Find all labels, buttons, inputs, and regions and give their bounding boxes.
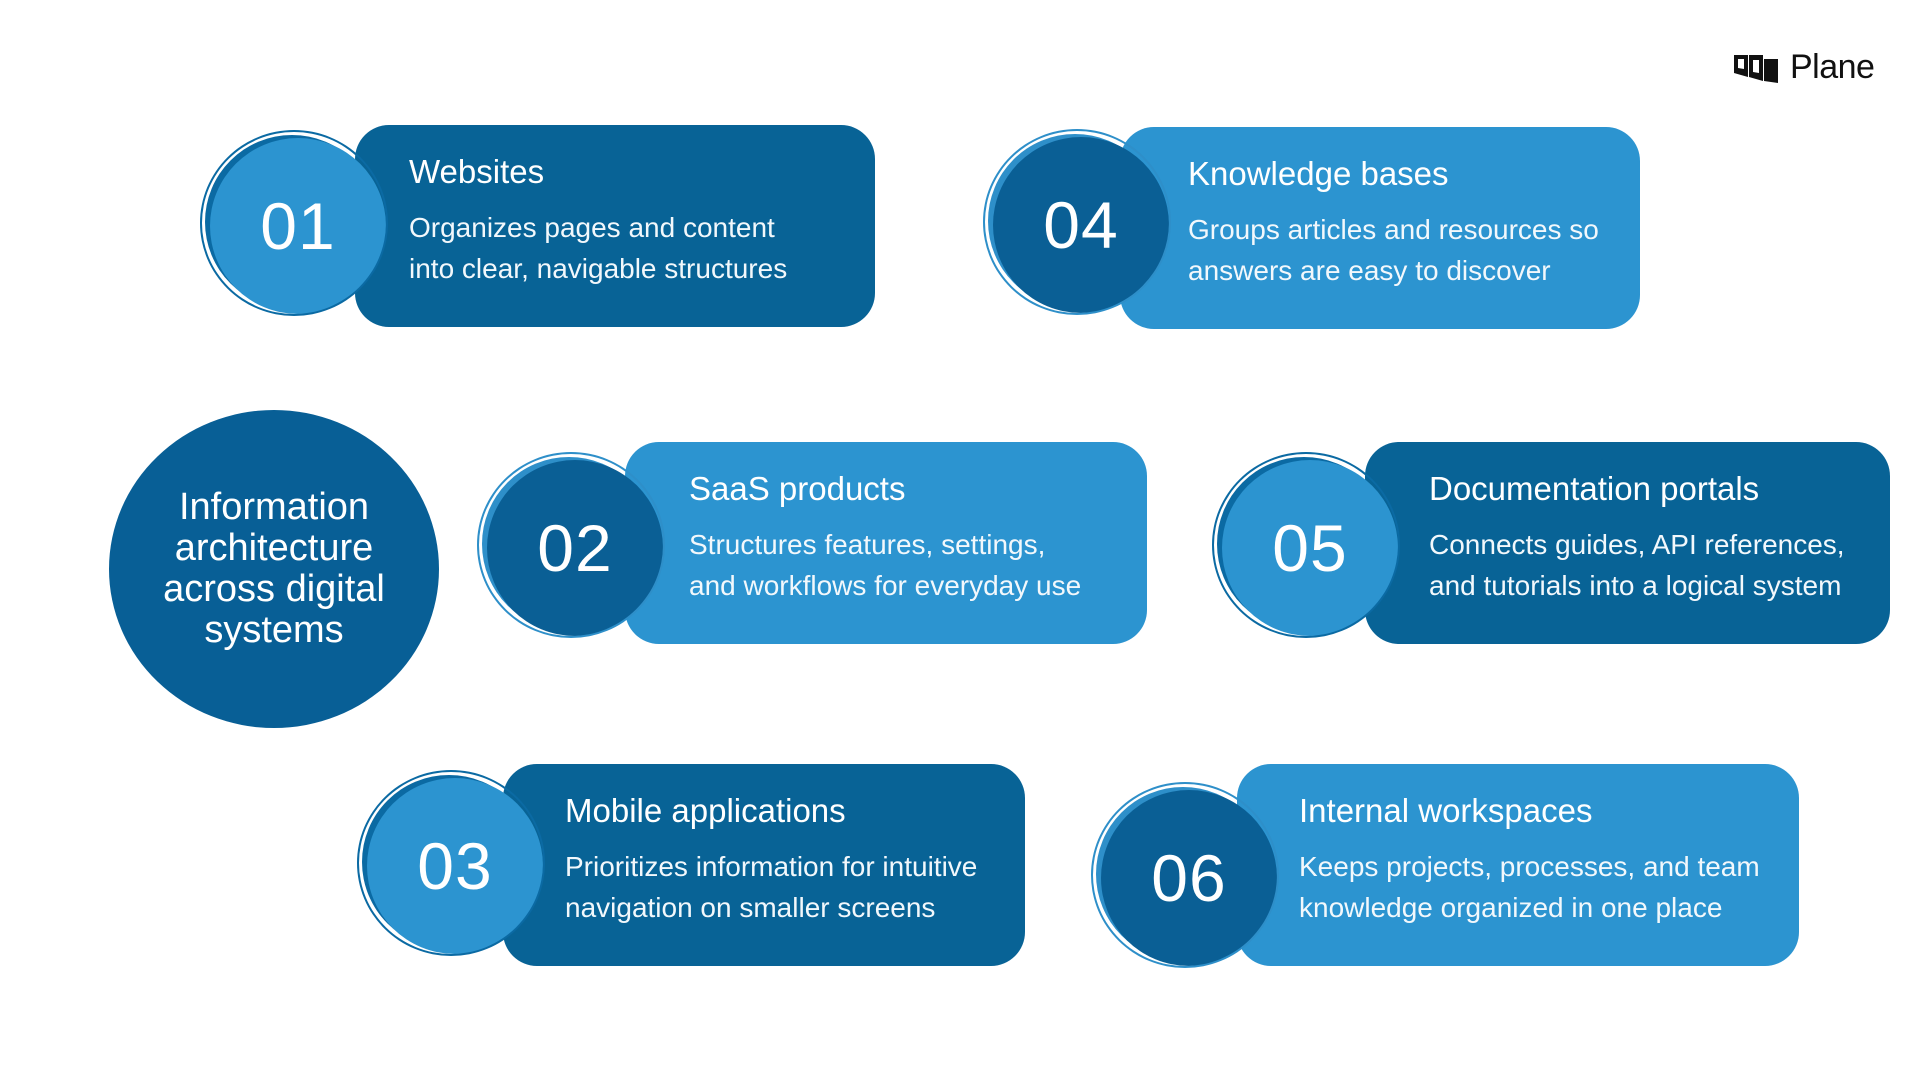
item-description: Structures features, settings, and workf… — [689, 524, 1081, 606]
item-number: 05 — [1272, 511, 1348, 585]
item-description: Organizes pages and content into clear, … — [409, 207, 787, 289]
item-card-websites: Websites Organizes pages and content int… — [355, 125, 875, 327]
item-number: 06 — [1151, 841, 1227, 915]
item-description-line: answers are easy to discover — [1188, 255, 1551, 286]
hub-circle: Information architecture across digital … — [109, 410, 439, 728]
item-description-line: Prioritizes information for intuitive — [565, 851, 978, 882]
item-number: 02 — [537, 511, 613, 585]
item-description-line: Groups articles and resources so — [1188, 214, 1599, 245]
item-description-line: and tutorials into a logical system — [1429, 570, 1842, 601]
item-description: Keeps projects, processes, and team know… — [1299, 846, 1760, 928]
item-number-badge: 05 — [1212, 452, 1400, 638]
item-description-line: navigation on smaller screens — [565, 892, 936, 923]
hub-label: Information architecture across digital … — [163, 486, 385, 651]
item-number-badge: 04 — [983, 129, 1171, 315]
item-card-mobile-applications: Mobile applications Prioritizes informat… — [503, 764, 1025, 966]
item-number: 03 — [417, 829, 493, 903]
item-title: Knowledge bases — [1188, 155, 1449, 192]
item-title: SaaS products — [689, 470, 906, 507]
item-description-line: Connects guides, API references, — [1429, 529, 1845, 560]
item-title: Documentation portals — [1429, 470, 1760, 507]
item-description-line: Organizes pages and content — [409, 212, 775, 243]
item-description: Groups articles and resources so answers… — [1188, 209, 1599, 291]
item-description: Prioritizes information for intuitive na… — [565, 846, 977, 928]
item-title: Websites — [409, 153, 545, 190]
item-card-internal-workspaces: Internal workspaces Keeps projects, proc… — [1237, 764, 1799, 966]
item-card-knowledge-bases: Knowledge bases Groups articles and reso… — [1120, 127, 1640, 329]
item-title: Internal workspaces — [1299, 792, 1593, 829]
item-description: Connects guides, API references, and tut… — [1429, 524, 1845, 606]
item-description-line: into clear, navigable structures — [409, 253, 788, 284]
item-number-badge: 06 — [1091, 782, 1279, 968]
brand-name: Plane — [1790, 48, 1875, 86]
brand-logo: Plane — [1732, 48, 1875, 87]
item-number-badge: 03 — [357, 770, 545, 956]
item-title: Mobile applications — [565, 792, 846, 829]
item-card-saas-products: SaaS products Structures features, setti… — [625, 442, 1147, 644]
item-description-line: and workflows for everyday use — [689, 570, 1082, 601]
item-description-line: knowledge organized in one place — [1299, 892, 1723, 923]
item-description-line: Keeps projects, processes, and team — [1299, 851, 1760, 882]
item-description-line: Structures features, settings, — [689, 529, 1046, 560]
plane-logo-icon — [1734, 54, 1778, 83]
item-number-badge: 02 — [477, 452, 665, 638]
item-card-documentation-portals: Documentation portals Connects guides, A… — [1365, 442, 1890, 644]
item-number: 01 — [260, 189, 336, 263]
item-number: 04 — [1043, 188, 1119, 262]
item-number-badge: 01 — [200, 130, 388, 316]
